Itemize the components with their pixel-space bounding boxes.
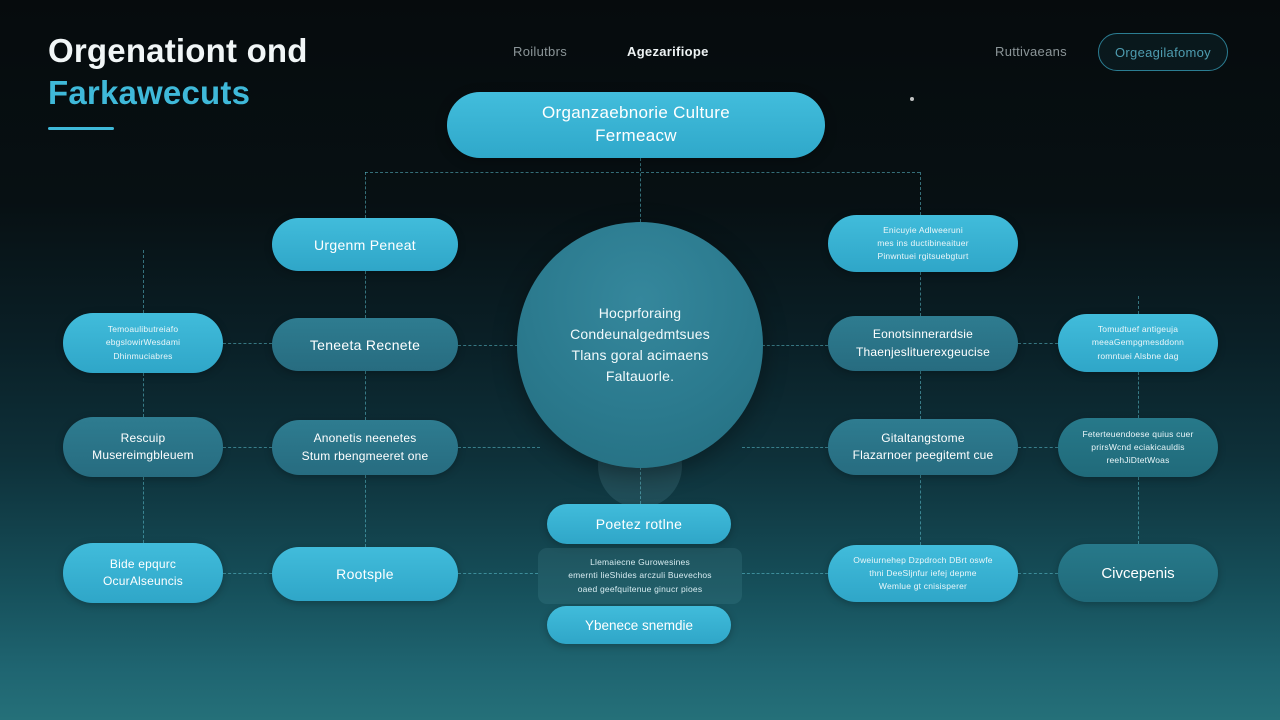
node-far-2: Feterteuendoese quius cuer prirsWcnd eci… bbox=[1058, 418, 1218, 477]
node-line: Thaenjeslituerexgeucise bbox=[855, 344, 990, 359]
hub-line: Faltauorle. bbox=[605, 368, 675, 384]
connector bbox=[1138, 372, 1139, 418]
nav-item-2[interactable]: Agezarifiope bbox=[627, 44, 709, 59]
node-right-1: Enicuyie Adlweeruni mes ins ductibineait… bbox=[828, 215, 1018, 272]
connector bbox=[365, 271, 366, 318]
hub-node: Hocprforaing Condeunalgedmtsues Tlans go… bbox=[517, 222, 763, 468]
node-line: Rootsple bbox=[336, 566, 394, 582]
connector bbox=[143, 250, 144, 313]
node-line: Teneeta Recnete bbox=[309, 336, 421, 353]
nav-item-3[interactable]: Ruttivaeans bbox=[995, 44, 1067, 59]
node-mid-3: Anonetis neenetes Stum rbengmeeret one bbox=[272, 420, 458, 475]
connector bbox=[640, 158, 641, 222]
connector bbox=[640, 467, 641, 504]
node-line: Anonetis neenetes bbox=[313, 431, 417, 446]
node-line: Musereimgbleuem bbox=[92, 448, 194, 462]
node-line: Poetez rotlne bbox=[595, 516, 683, 532]
connector bbox=[1138, 296, 1139, 314]
node-line: Pinwntuei rgitsuebgturt bbox=[877, 251, 969, 262]
connector bbox=[1018, 573, 1058, 574]
node-line: Gitaltangstome bbox=[881, 430, 965, 445]
node-line: romntuei Alsbne dag bbox=[1097, 350, 1179, 361]
node-line: Rescuip bbox=[120, 430, 166, 445]
root-node-line1: Organzaebnorie Culture bbox=[541, 103, 731, 123]
connector bbox=[458, 345, 518, 346]
connector bbox=[1018, 343, 1058, 344]
bottom-pill-1: Poetez rotlne bbox=[547, 504, 731, 544]
connector bbox=[742, 447, 828, 448]
connector bbox=[223, 573, 272, 574]
connector bbox=[365, 371, 366, 420]
bottom-pill-2: Ybenece snemdie bbox=[547, 606, 731, 644]
connector bbox=[143, 373, 144, 417]
node-line: meeaGempgmesddonn bbox=[1091, 337, 1185, 348]
cta-button[interactable]: Orgeagilafomoy bbox=[1098, 33, 1228, 71]
connector bbox=[920, 475, 921, 545]
connector bbox=[920, 371, 921, 419]
node-line: Flazarnoer peegitemt cue bbox=[852, 448, 994, 462]
node-mid-4: Rootsple bbox=[272, 547, 458, 601]
node-left-1: Temoaulibutreiafo ebgslowirWesdami Dhinm… bbox=[63, 313, 223, 373]
note-line: oaed geefquitenue ginucr pioes bbox=[577, 583, 703, 594]
node-line: Oweiurnehep Dzpdroch DBrt oswfe bbox=[853, 554, 993, 565]
note-line: Llemaiecne Gurowesines bbox=[590, 556, 690, 567]
node-far-3: Civcepenis bbox=[1058, 544, 1218, 602]
connector bbox=[920, 172, 921, 215]
hub-line: Condeunalgedmtsues bbox=[570, 326, 710, 342]
node-line: Dhinmuciabres bbox=[113, 350, 173, 361]
node-left-2: Rescuip Musereimgbleuem bbox=[63, 417, 223, 477]
connector bbox=[223, 343, 272, 344]
node-line: Feterteuendoese quius cuer bbox=[1082, 428, 1194, 439]
title-underline bbox=[48, 127, 114, 130]
root-node: Organzaebnorie Culture Fermeacw bbox=[447, 92, 825, 158]
connector bbox=[458, 447, 540, 448]
connector bbox=[458, 573, 538, 574]
connector bbox=[143, 477, 144, 543]
page-title: Orgenationt ond Farkawecuts bbox=[48, 30, 308, 114]
connector bbox=[365, 172, 920, 173]
connector bbox=[920, 272, 921, 316]
node-right-3: Gitaltangstome Flazarnoer peegitemt cue bbox=[828, 419, 1018, 475]
nav-item-1[interactable]: Roilutbrs bbox=[513, 44, 567, 59]
node-mid-1: Urgenm Peneat bbox=[272, 218, 458, 271]
node-line: Urgenm Peneat bbox=[314, 236, 416, 253]
node-line: thni DeeSljnfur iefej depme bbox=[869, 567, 977, 578]
hub-line: Hocprforaing bbox=[598, 305, 682, 321]
node-line: Stum rbengmeeret one bbox=[301, 448, 429, 463]
node-left-3: Bide epqurc OcurAlseuncis bbox=[63, 543, 223, 603]
node-mid-2: Teneeta Recnete bbox=[272, 318, 458, 371]
root-node-line2: Fermeacw bbox=[595, 126, 677, 145]
connector bbox=[762, 345, 828, 346]
node-right-4: Oweiurnehep Dzpdroch DBrt oswfe thni Dee… bbox=[828, 545, 1018, 602]
connector bbox=[365, 475, 366, 547]
node-line: mes ins ductibineaituer bbox=[877, 237, 969, 248]
node-far-1: Tomudtuef antigeuja meeaGempgmesddonn ro… bbox=[1058, 314, 1218, 372]
node-line: Wemlue gt cnisisperer bbox=[878, 581, 968, 592]
node-line: Bide epqurc bbox=[109, 556, 177, 571]
connector bbox=[223, 447, 272, 448]
sparkle-dot bbox=[910, 97, 914, 101]
node-line: reehJiDtetWoas bbox=[1106, 455, 1170, 466]
node-line: Temoaulibutreiafo bbox=[107, 324, 179, 335]
node-line: prirsWcnd eciakicauldis bbox=[1091, 441, 1185, 452]
page-title-line1: Orgenationt ond bbox=[48, 32, 308, 69]
hub-line: Tlans goral acimaens bbox=[571, 347, 709, 363]
note-line: emernti lieShides arczuli Buevechos bbox=[568, 570, 712, 581]
node-line: Enicuyie Adlweeruni bbox=[883, 224, 963, 235]
node-line: Tomudtuef antigeuja bbox=[1097, 324, 1179, 335]
node-line: ebgslowirWesdami bbox=[105, 337, 181, 348]
page-title-line2: Farkawecuts bbox=[48, 74, 251, 112]
node-line: OcurAlseuncis bbox=[103, 574, 183, 588]
connector bbox=[1018, 447, 1058, 448]
bottom-note: Llemaiecne Gurowesines emernti lieShides… bbox=[538, 548, 742, 604]
node-line: Ybenece snemdie bbox=[584, 617, 694, 633]
node-line: Eonotsinnerardsie bbox=[872, 327, 974, 342]
node-line: Civcepenis bbox=[1101, 564, 1175, 582]
connector bbox=[742, 573, 828, 574]
node-right-2: Eonotsinnerardsie Thaenjeslituerexgeucis… bbox=[828, 316, 1018, 371]
connector bbox=[1138, 477, 1139, 544]
connector bbox=[365, 172, 366, 218]
